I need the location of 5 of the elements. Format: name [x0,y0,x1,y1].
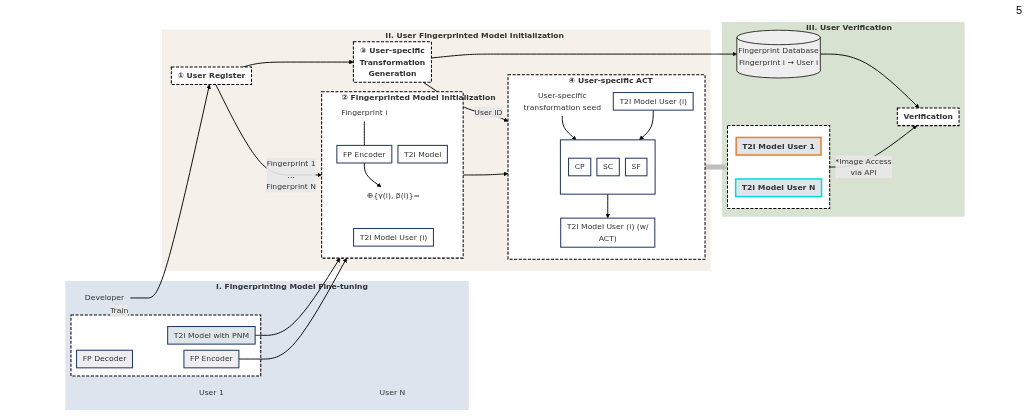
cluster [559,139,656,195]
cluster [726,124,831,210]
cluster [70,314,262,377]
connector [363,120,365,146]
page-number: 5 [1015,4,1022,16]
